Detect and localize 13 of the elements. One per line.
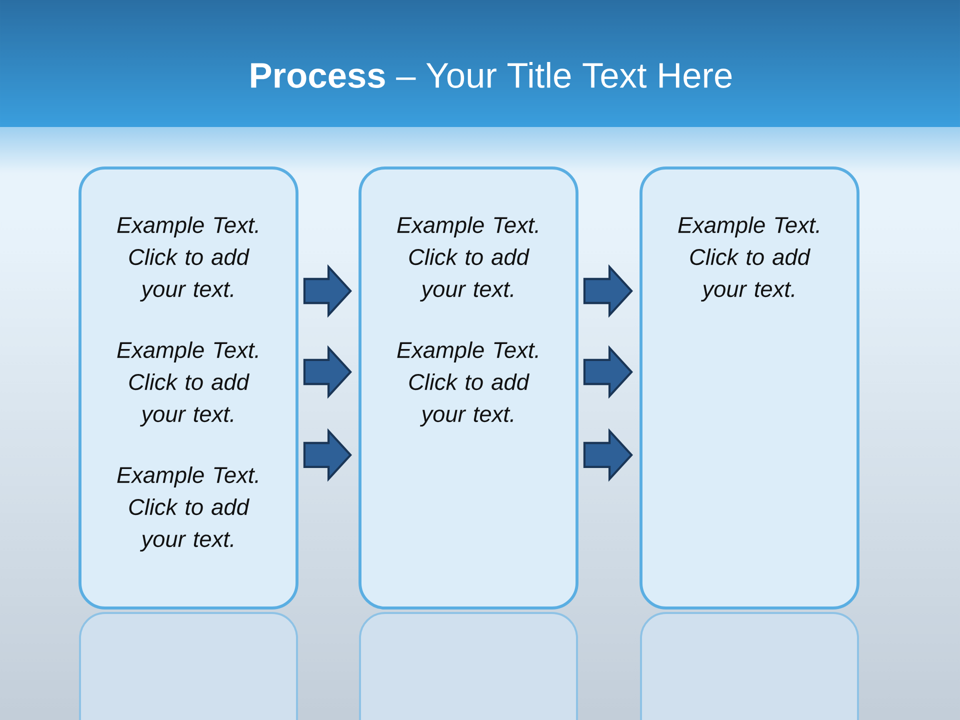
body-text: Example Text. Click to add your text. [397,216,538,302]
body-text: Example Text. Click to add your text. [397,341,538,427]
title: Process – Your Title Text Here [251,62,732,88]
block-arrow [583,264,633,318]
block-arrow [303,264,352,318]
body-text: Example Text. Click to add your text. [117,466,258,552]
block-arrow [583,345,633,399]
body-text: Example Text. Click to add your text. [117,216,258,302]
block-arrow [303,428,352,482]
body-text: Example Text. Click to add your text. [117,341,258,427]
block-arrow [303,345,352,399]
block-arrow [583,428,633,482]
body-text: Example Text. Click to add your text. [678,216,819,302]
